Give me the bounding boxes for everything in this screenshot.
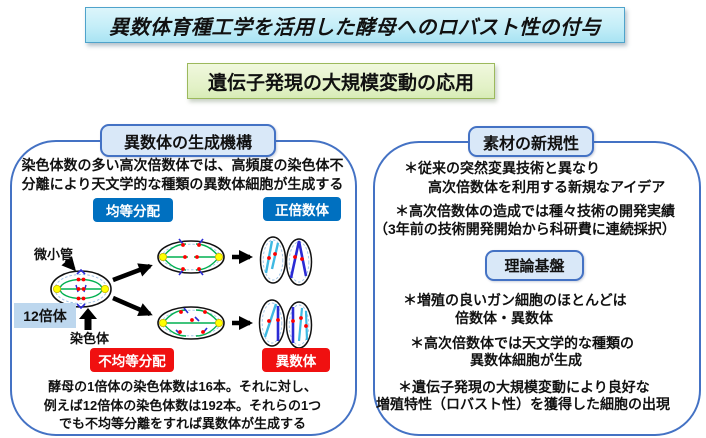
euploid-label: 正倍数体: [263, 197, 341, 221]
mechanism-intro-text: 染色体数の多い高次倍数体では、高頻度の染色体不 分離により天文学的な種類の異数体…: [13, 156, 352, 194]
mechanism-footer-line3: でも不均等分離をすれば異数体が生成する: [58, 416, 306, 431]
mechanism-footer-text: 酵母の1倍体の染色体数は16本。それに対し、 例えば12倍体の染色体数は192本…: [13, 378, 352, 434]
novelty-bullet2-line2: （3年前の技術開発開始から科研費に連続採択）: [374, 221, 676, 237]
microtubule-label: 微小管: [34, 247, 74, 262]
novelty-panel-title: 素材の新規性: [468, 126, 594, 157]
equal-segregation-label: 均等分配: [93, 198, 173, 222]
theory-basis-title: 理論基盤: [485, 250, 584, 281]
unequal-segregation-label: 不均等分配: [90, 348, 174, 372]
page-title: 異数体育種工学を活用した酵母へのロバスト性の付与: [85, 7, 625, 43]
page-subtitle: 遺伝子発現の大規模変動の応用: [187, 63, 495, 99]
mechanism-intro-line2: 分離により天文学的な種類の異数体細胞が生成する: [21, 176, 344, 192]
dividing-cell-unequal: [157, 306, 225, 340]
mechanism-footer-line2: 例えば12倍体の染色体数は192本。それらの1つ: [43, 397, 322, 413]
dividing-cell-equal: [157, 238, 225, 276]
theory-bullet3-line1: ＊遺伝子発現の大規模変動により良好な: [398, 379, 650, 395]
cell-division-diagram: [50, 236, 313, 349]
mechanism-panel-title: 異数体の生成機構: [100, 124, 276, 157]
theory-bullet2-line2: 異数体細胞が生成: [470, 352, 582, 368]
flow-arrows: [112, 250, 253, 330]
mother-cell-12ploid: [50, 268, 112, 310]
novelty-panel: [373, 141, 701, 436]
theory-bullet1-line2: 倍数体・異数体: [455, 310, 553, 326]
novelty-bullet1-line1: ＊従来の突然変異技術と異なり: [404, 160, 600, 176]
aneuploid-label: 異数体: [262, 348, 330, 372]
mechanism-intro-line1: 染色体数の多い高次倍数体では、高頻度の染色体不: [21, 157, 344, 173]
novelty-bullet1-line2: 高次倍数体を利用する新規なアイデア: [428, 179, 666, 195]
daughter-cells-euploid: [259, 236, 313, 286]
novelty-bullet2-line1: ＊高次倍数体の造成では種々技術の開発実績: [395, 203, 675, 219]
microtubule-arrow-icon: [61, 256, 76, 272]
mechanism-footer-line1: 酵母の1倍体の染色体数は16本。それに対し、: [48, 379, 317, 394]
chromosome-label: 染色体: [70, 331, 110, 346]
theory-bullet3-line2: 増殖特性（ロバスト性）を獲得した細胞の出現: [376, 396, 670, 412]
theory-bullet2-line1: ＊高次倍数体では天文学的な種類の: [410, 335, 634, 351]
daughter-cells-aneuploid: [258, 299, 313, 349]
chromosome-arrow-icon: [79, 308, 97, 330]
theory-bullet1-line1: ＊増殖の良いガン細胞のほとんどは: [403, 292, 627, 308]
dodecaploid-label: 12倍体: [14, 303, 76, 328]
